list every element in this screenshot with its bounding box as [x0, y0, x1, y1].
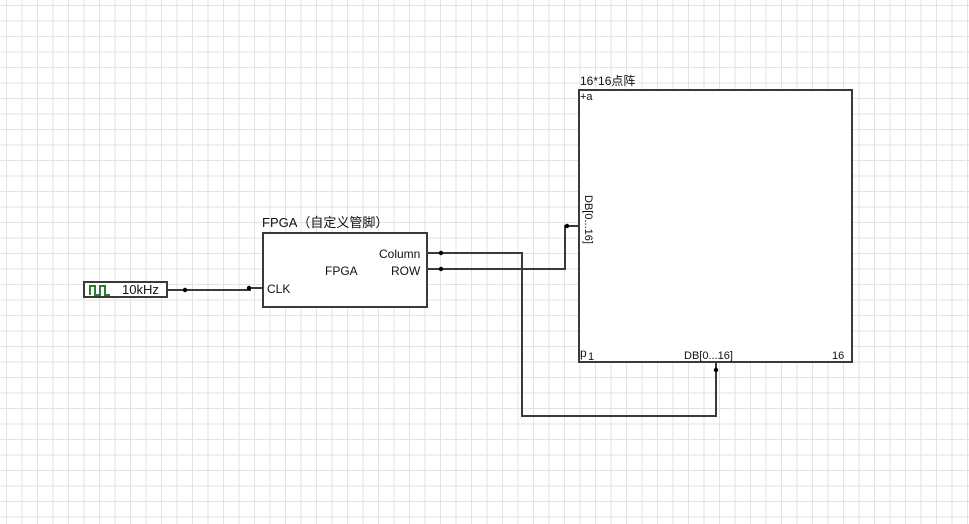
- wire-junction: [438, 250, 444, 256]
- clock-frequency: 10kHz: [122, 282, 159, 297]
- matrix-top-left-label: +a: [580, 91, 593, 103]
- fpga-title: FPGA（自定义管脚）: [262, 215, 389, 230]
- wire-junction: [246, 285, 252, 291]
- pin-column-label: Column: [379, 247, 421, 261]
- matrix-index-start: 1: [588, 351, 595, 363]
- matrix-left-bus-label: DB[0...16]: [582, 195, 594, 244]
- wire-junction: [438, 266, 444, 272]
- wire-junction: [564, 223, 570, 229]
- square-wave-icon: [89, 285, 110, 296]
- matrix-bottom-bus-label: DB[0...16]: [684, 350, 733, 362]
- led-matrix[interactable]: +a p 1 16 DB[0...16] DB[0...16]: [578, 89, 853, 363]
- wire-column[interactable]: [428, 252, 717, 417]
- fpga-component[interactable]: FPGA Column ROW CLK: [262, 232, 428, 308]
- matrix-title: 16*16点阵: [580, 74, 636, 88]
- pin-clk-label: CLK: [267, 282, 291, 296]
- wire-junction: [182, 287, 188, 293]
- junctions: [182, 223, 719, 373]
- wire-junction: [713, 367, 719, 373]
- matrix-index-end: 16: [832, 350, 845, 362]
- clock-source[interactable]: 10kHz: [83, 281, 168, 298]
- fpga-center-label: FPGA: [325, 264, 358, 278]
- matrix-bottom-left-label: p: [580, 346, 587, 360]
- wire-row[interactable]: [428, 225, 578, 270]
- pin-row-label: ROW: [391, 264, 421, 278]
